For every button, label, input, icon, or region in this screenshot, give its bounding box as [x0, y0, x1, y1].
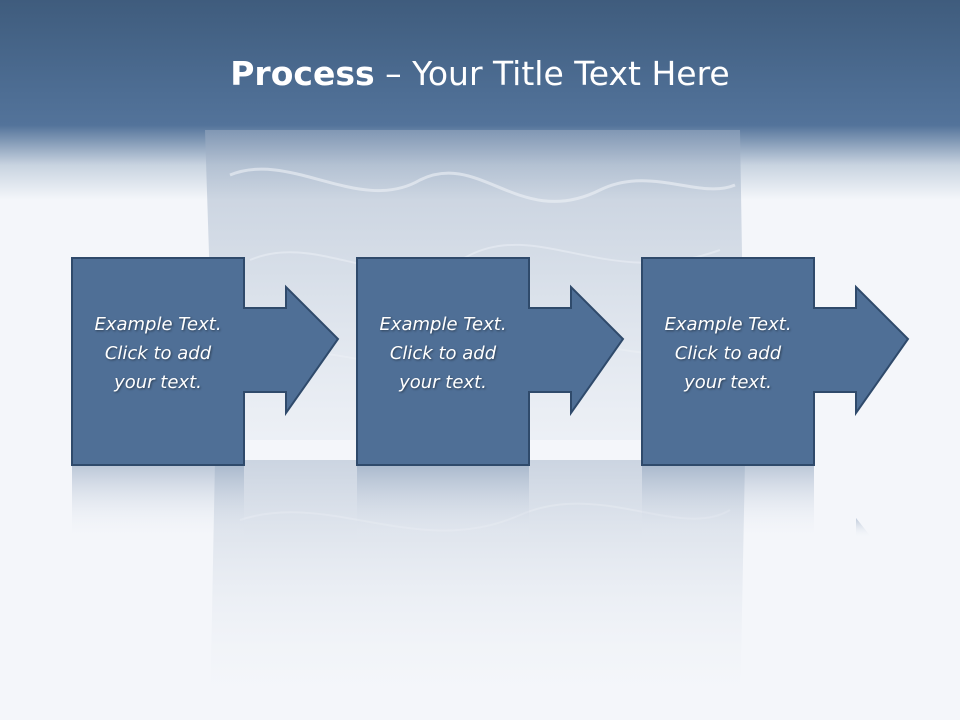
title-regular-text: – Your Title Text Here — [374, 54, 730, 93]
step-text-line: Example Text. — [94, 314, 222, 335]
step-text: Example Text. Click to add your text. — [72, 310, 244, 397]
step-text-line: your text. — [114, 372, 202, 393]
box-arrow-shape — [71, 257, 340, 466]
step-text: Example Text. Click to add your text. — [642, 310, 814, 397]
step-text: Example Text. Click to add your text. — [357, 310, 529, 397]
box-arrow-shape — [356, 257, 625, 466]
box-arrow-shape — [641, 257, 910, 466]
step-text-line: your text. — [399, 372, 487, 393]
step-text-line: Example Text. — [664, 314, 792, 335]
slide-title[interactable]: Process – Your Title Text Here — [0, 52, 960, 96]
step-text-line: your text. — [684, 372, 772, 393]
step-text-line: Click to add — [389, 343, 497, 364]
step-text-line: Click to add — [674, 343, 782, 364]
step-text-line: Click to add — [104, 343, 212, 364]
title-bold-text: Process — [230, 54, 375, 93]
steps-reflection — [72, 466, 872, 541]
step-text-line: Example Text. — [379, 314, 507, 335]
